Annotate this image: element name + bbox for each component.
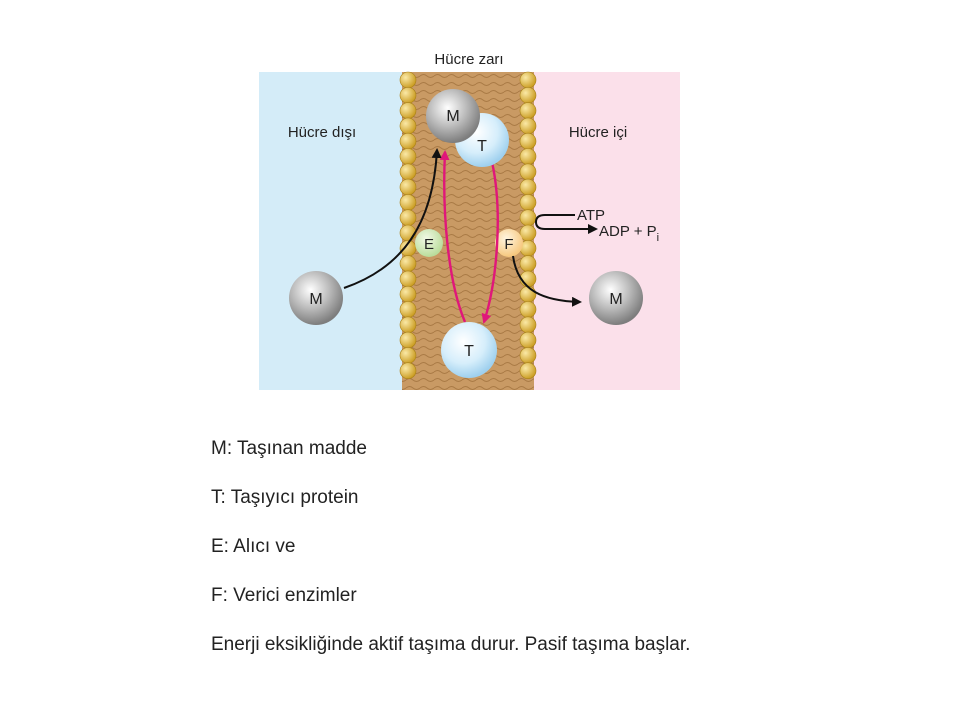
adp-pi-label: ADP + Pi <box>599 223 659 244</box>
lipid-head-inner <box>519 255 537 272</box>
carrier-t-bottom-label: T <box>464 343 474 360</box>
membrane-transport-diagram: Hücre zarı Hücre dışı Hücre içi E F ATP … <box>259 51 680 390</box>
atp-label: ATP <box>577 207 605 224</box>
receptor-e <box>415 229 443 257</box>
lipid-head-inner <box>519 331 537 349</box>
lipid-head-outer <box>399 163 417 181</box>
lipid-head-outer <box>399 148 417 165</box>
lipid-head-outer <box>399 224 417 242</box>
lipid-head-outer <box>399 301 417 318</box>
carrier-t-top-label: T <box>477 138 487 155</box>
lipid-head-outer <box>399 347 417 364</box>
receptor-e-label: E <box>424 236 434 253</box>
lipid-head-inner <box>519 102 537 119</box>
lipid-head-inner <box>519 194 537 211</box>
lipid-head-inner <box>519 270 537 288</box>
inside-label: Hücre içi <box>569 124 627 141</box>
lipid-head-inner <box>519 285 537 303</box>
legend-item-e: E: Alıcı ve <box>211 536 296 557</box>
donor-f-label: F <box>504 236 513 253</box>
lipid-head-inner <box>519 132 537 150</box>
lipid-head-inner <box>519 316 537 334</box>
lipid-head-inner <box>519 209 537 226</box>
lipid-head-outer <box>399 362 417 380</box>
carrier-down-arrow <box>481 161 499 324</box>
lipid-head-inner <box>519 71 537 89</box>
lipid-head-outer <box>399 132 417 150</box>
lipid-head-outer <box>399 270 417 288</box>
lipid-head-outer <box>399 117 417 135</box>
legend-note: Enerji eksikliğinde aktif taşıma durur. … <box>211 634 691 655</box>
lipid-head-outer <box>399 285 417 303</box>
lipid-head-inner <box>519 117 537 135</box>
release-arrow <box>512 255 582 307</box>
lipid-head-inner <box>519 301 537 318</box>
molecule-m-inside <box>589 271 643 325</box>
outside-region <box>259 72 402 390</box>
lipid-head-inner <box>519 347 537 364</box>
donor-f <box>495 229 523 257</box>
lipid-head-outer <box>399 87 417 104</box>
uptake-arrow <box>343 148 442 289</box>
lipid-head-inner <box>519 178 537 196</box>
lipid-head-inner <box>519 148 537 165</box>
lipid-head-outer <box>399 71 417 89</box>
carrier-return-arrow <box>439 150 467 323</box>
lipid-heads <box>399 71 537 380</box>
molecule-m-outside-label: M <box>309 291 322 308</box>
legend-item-m: M: Taşınan madde <box>211 438 367 459</box>
lipid-head-outer <box>399 178 417 196</box>
lipid-head-outer <box>399 255 417 272</box>
legend-item-f: F: Verici enzimler <box>211 585 357 606</box>
molecule-m-top-label: M <box>446 108 459 125</box>
atp-arrow <box>534 214 598 234</box>
membrane-title: Hücre zarı <box>434 51 503 68</box>
lipid-head-inner <box>519 224 537 242</box>
lipid-head-outer <box>399 194 417 211</box>
lipid-head-outer <box>399 316 417 334</box>
legend-item-t: T: Taşıyıcı protein <box>211 487 359 508</box>
lipid-head-inner <box>519 163 537 181</box>
molecule-m-inside-label: M <box>609 291 622 308</box>
legend: M: Taşınan madde T: Taşıyıcı protein E: … <box>211 436 911 681</box>
lipid-head-inner <box>519 87 537 104</box>
inside-region <box>534 72 680 390</box>
molecule-m-outside <box>289 271 343 325</box>
outside-label: Hücre dışı <box>288 124 356 141</box>
lipid-head-outer <box>399 209 417 226</box>
molecule-m-top <box>426 89 480 143</box>
carrier-t-bottom <box>441 322 497 378</box>
lipid-head-outer <box>399 331 417 349</box>
pi-subscript: i <box>657 232 659 244</box>
lipid-head-inner <box>519 362 537 380</box>
adp-pi-text: ADP + P <box>599 223 657 240</box>
lipid-head-outer <box>399 102 417 119</box>
